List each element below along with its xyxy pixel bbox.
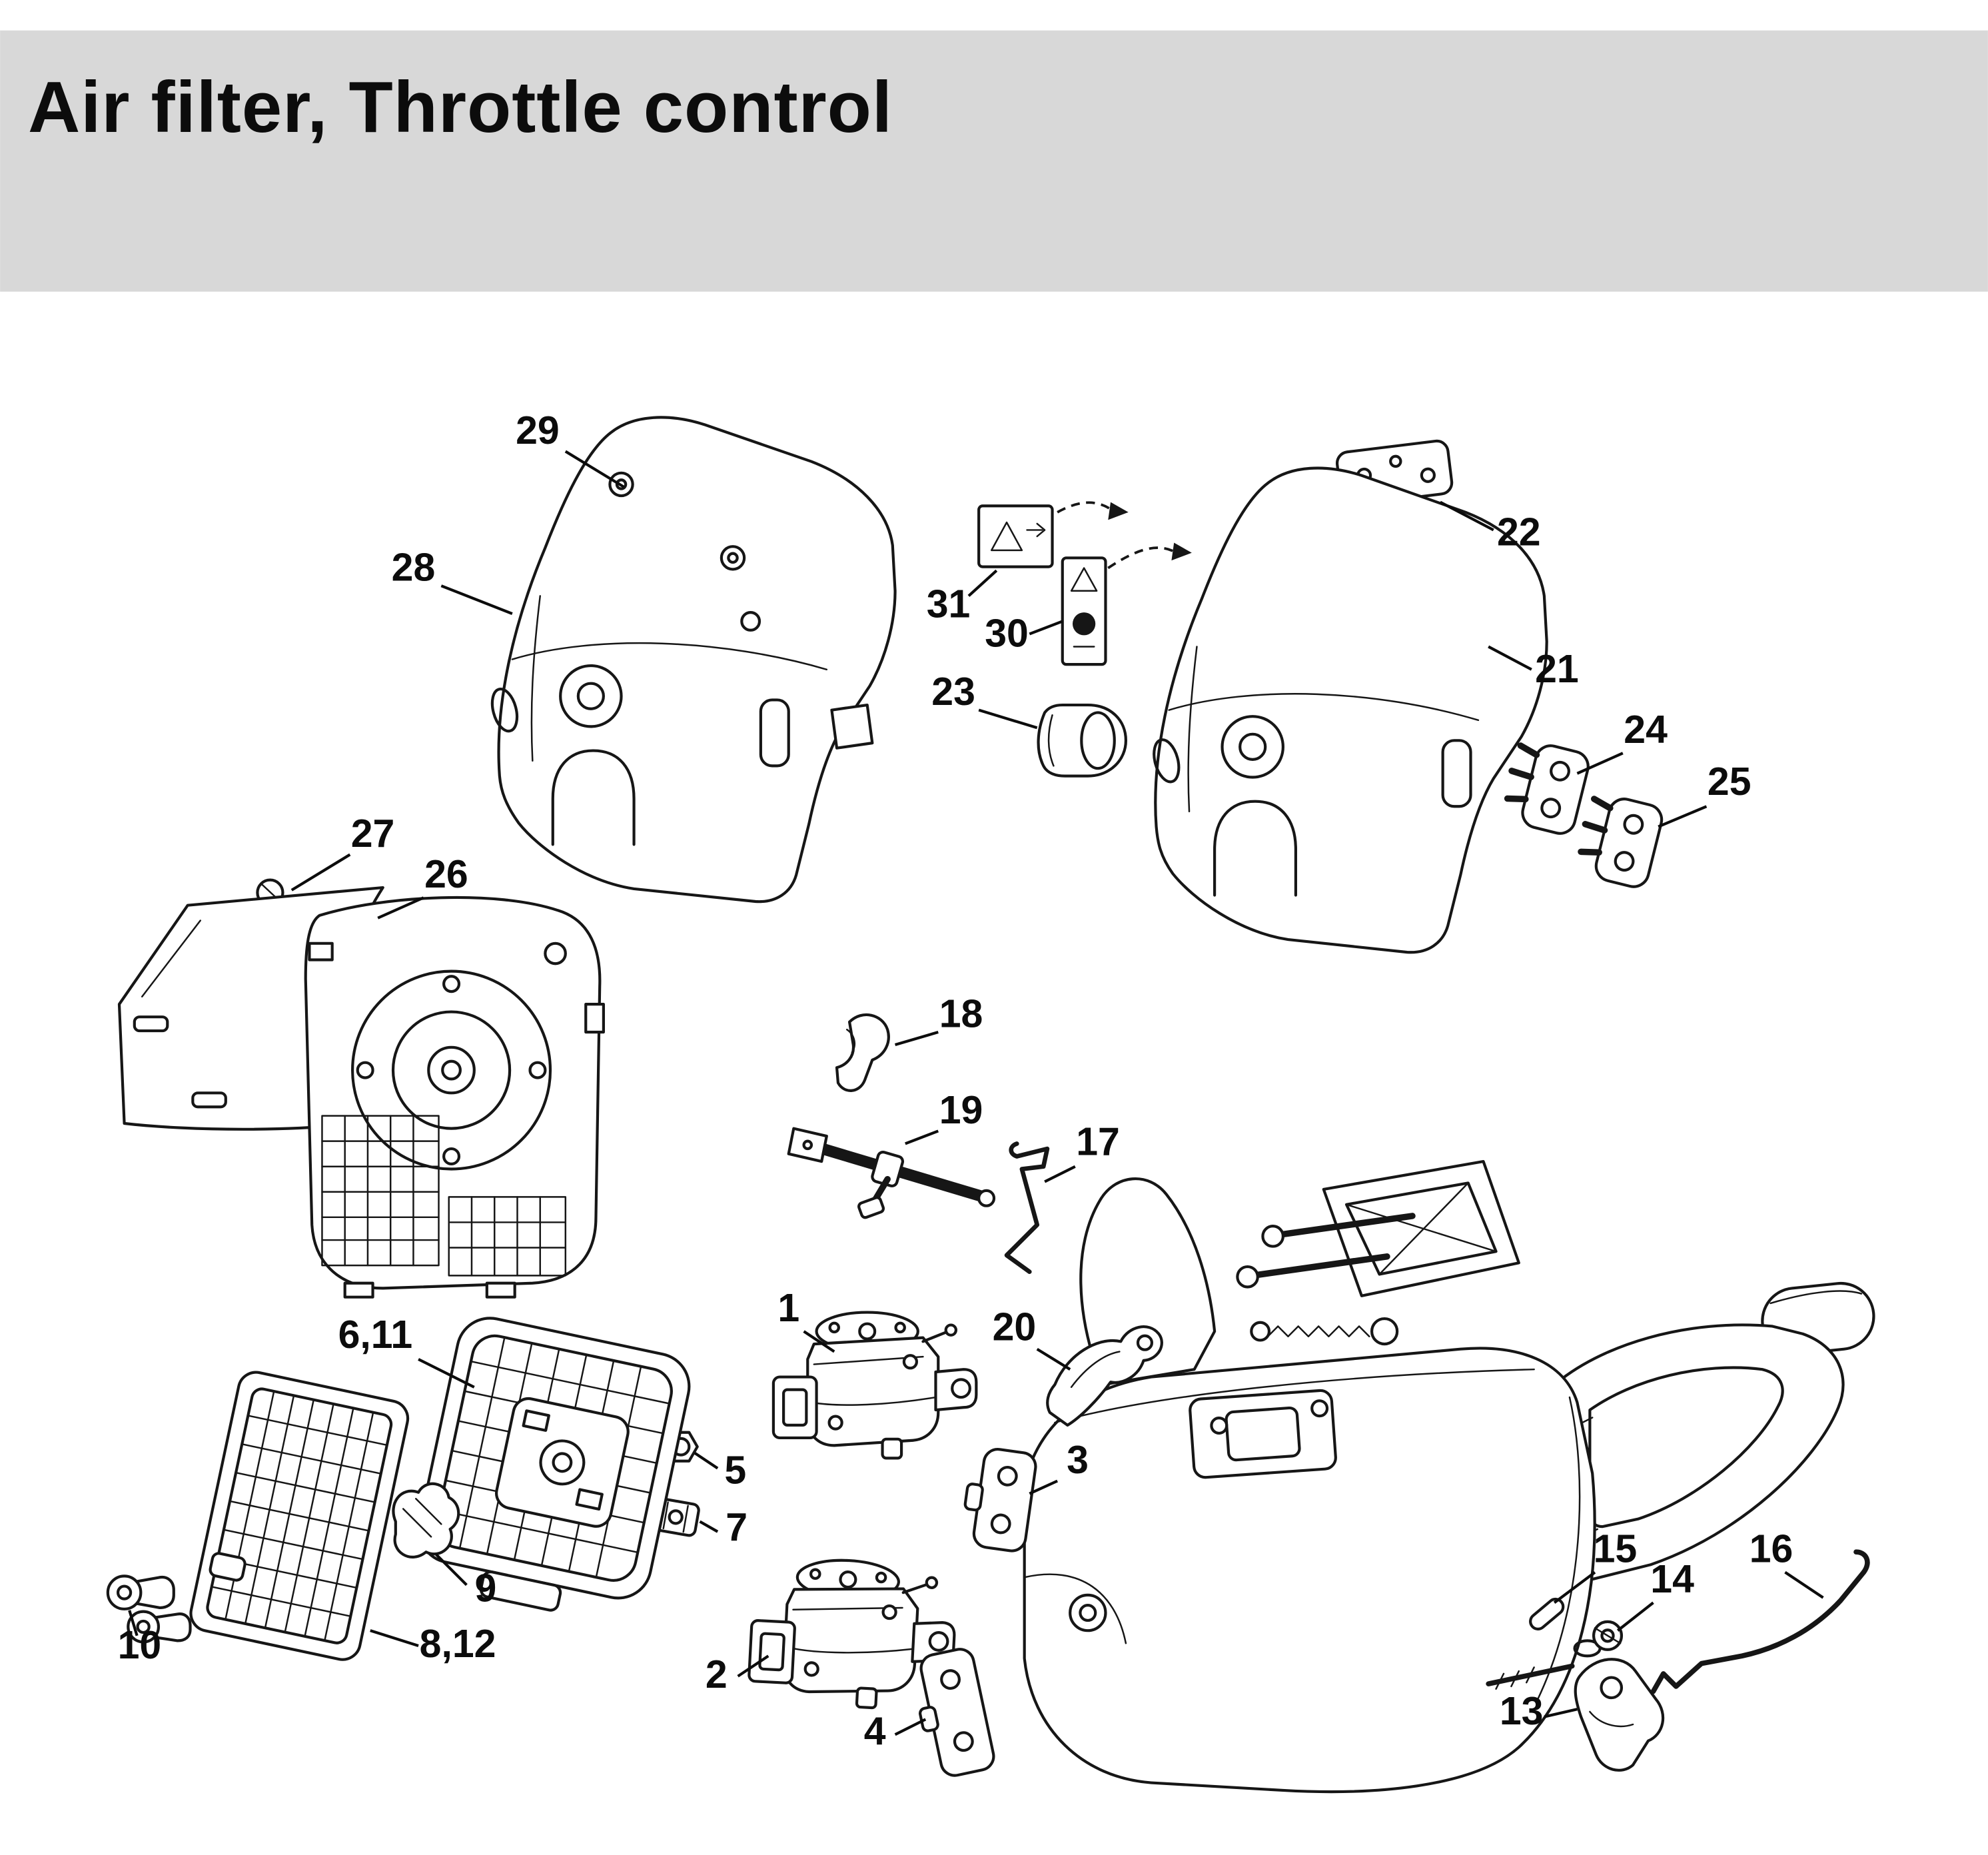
callout-leader-30 xyxy=(1029,620,1063,636)
part-25-bracket-drawing xyxy=(1578,796,1664,888)
callout-label-22: 22 xyxy=(1497,510,1541,554)
callout-label-31: 31 xyxy=(927,582,971,626)
callout-label-2: 2 xyxy=(706,1652,728,1696)
callout-label-10: 10 xyxy=(118,1623,162,1667)
part-1-carburetor-drawing xyxy=(773,1313,976,1459)
part-21-air-filter-cover-right-drawing xyxy=(1153,466,1548,954)
callout-label-15: 15 xyxy=(1594,1527,1638,1570)
header-band: Air filter, Throttle control xyxy=(0,30,1988,292)
part-24-bracket-drawing xyxy=(1504,742,1590,835)
callout-leader-27 xyxy=(290,853,351,892)
callout-label-14: 14 xyxy=(1650,1557,1694,1601)
part-23-choke-knob-drawing xyxy=(1037,703,1127,778)
callout-label-3: 3 xyxy=(1067,1438,1089,1482)
callout-label-24: 24 xyxy=(1624,708,1668,752)
callout-leader-17 xyxy=(1044,1165,1076,1183)
callout-leader-5 xyxy=(694,1452,719,1470)
callout-label-8-12: 8,12 xyxy=(420,1622,496,1666)
callout-leader-10 xyxy=(128,1610,139,1636)
callout-label-25: 25 xyxy=(1708,760,1751,804)
callout-label-20: 20 xyxy=(993,1305,1037,1349)
callout-leader-19 xyxy=(905,1129,939,1145)
callout-leader-23 xyxy=(978,708,1038,730)
callout-leader-3 xyxy=(1029,1479,1059,1495)
part-15-pin-drawing xyxy=(1529,1597,1565,1630)
callout-leader-1 xyxy=(803,1330,835,1353)
part-30-warning-label-drawing xyxy=(1061,542,1192,666)
callout-leader-21 xyxy=(1488,645,1532,671)
callout-leader-9 xyxy=(435,1553,468,1586)
part-29-cover-screws-drawing xyxy=(608,471,746,571)
callout-leader-2 xyxy=(737,1654,769,1678)
callout-leader-6-11 xyxy=(418,1358,475,1389)
callout-label-30: 30 xyxy=(985,611,1029,655)
part-28-air-filter-cover-left-drawing xyxy=(490,416,897,904)
callout-leader-29 xyxy=(564,450,625,488)
part-20-lever-drawing xyxy=(1046,1325,1163,1427)
fan-housing-drawing xyxy=(304,896,605,1299)
engine-housing-drawing xyxy=(1023,1159,1875,1794)
part-6-11-filter-base-drawing xyxy=(417,1317,691,1612)
callout-leader-18 xyxy=(894,1030,939,1047)
callout-leader-25 xyxy=(1658,805,1708,828)
callout-label-19: 19 xyxy=(939,1088,983,1132)
callout-leader-14 xyxy=(1616,1601,1654,1632)
callout-label-28: 28 xyxy=(392,546,436,590)
part-3-bracket-drawing xyxy=(963,1448,1037,1552)
part-4-bracket-drawing xyxy=(918,1648,995,1777)
callout-label-29: 29 xyxy=(516,408,560,452)
callout-leader-16 xyxy=(1784,1570,1824,1599)
callout-label-21: 21 xyxy=(1535,647,1579,691)
callout-leader-26 xyxy=(377,896,424,920)
part-8-12-filter-element-drawing xyxy=(189,1371,410,1661)
callout-label-13: 13 xyxy=(1500,1689,1544,1733)
callout-label-6-11: 6,11 xyxy=(338,1313,413,1357)
part-19-throttle-link-drawing xyxy=(787,1127,996,1219)
part-31-warning-label-drawing xyxy=(977,501,1129,568)
callout-leader-7 xyxy=(699,1520,719,1533)
callout-label-4: 4 xyxy=(864,1709,886,1753)
callout-leader-8-12 xyxy=(370,1629,419,1648)
callout-label-5: 5 xyxy=(724,1448,746,1492)
part-14-washer-drawing xyxy=(1592,1620,1624,1651)
callout-label-18: 18 xyxy=(939,991,983,1035)
callout-leader-13 xyxy=(1544,1708,1578,1718)
callout-label-16: 16 xyxy=(1749,1527,1793,1570)
callout-leader-20 xyxy=(1036,1347,1071,1371)
callout-leader-22 xyxy=(1439,500,1494,532)
callout-label-26: 26 xyxy=(424,852,468,896)
callout-leader-4 xyxy=(894,1718,927,1736)
part-16-throttle-rod-drawing xyxy=(1650,1549,1870,1694)
callout-leader-31 xyxy=(967,569,998,597)
part-18-clip-drawing xyxy=(835,1013,890,1092)
callout-leader-15 xyxy=(1553,1570,1596,1604)
part-9-foam-drawing xyxy=(392,1482,460,1558)
callout-leader-28 xyxy=(440,584,513,615)
callout-label-27: 27 xyxy=(351,812,395,856)
callout-label-7: 7 xyxy=(726,1505,747,1549)
part-13-throttle-trigger-drawing xyxy=(1574,1658,1665,1772)
callout-label-23: 23 xyxy=(931,670,975,714)
page-title: Air filter, Throttle control xyxy=(28,67,893,147)
callout-leader-24 xyxy=(1576,752,1624,775)
part-17-spring-wire-drawing xyxy=(1004,1141,1050,1274)
callout-label-9: 9 xyxy=(475,1566,497,1610)
callout-label-17: 17 xyxy=(1076,1120,1120,1164)
callout-label-1: 1 xyxy=(777,1286,799,1330)
